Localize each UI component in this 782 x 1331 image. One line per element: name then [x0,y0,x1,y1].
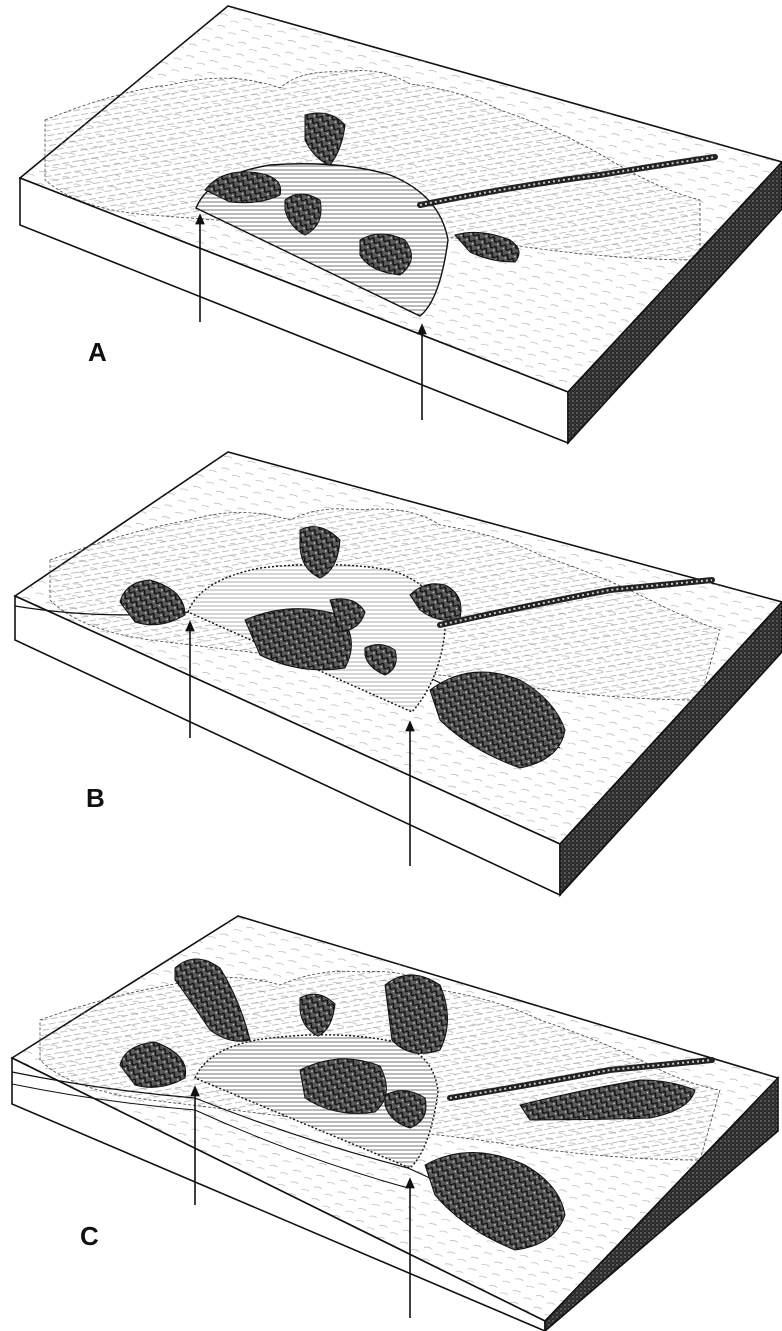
panel-label-b: B [86,783,105,813]
panel-b: B [15,452,782,895]
panel-a: A [20,6,782,443]
panel-c: C [12,916,778,1331]
panel-label-a: A [88,337,107,367]
panel-label-c: C [80,1221,99,1251]
